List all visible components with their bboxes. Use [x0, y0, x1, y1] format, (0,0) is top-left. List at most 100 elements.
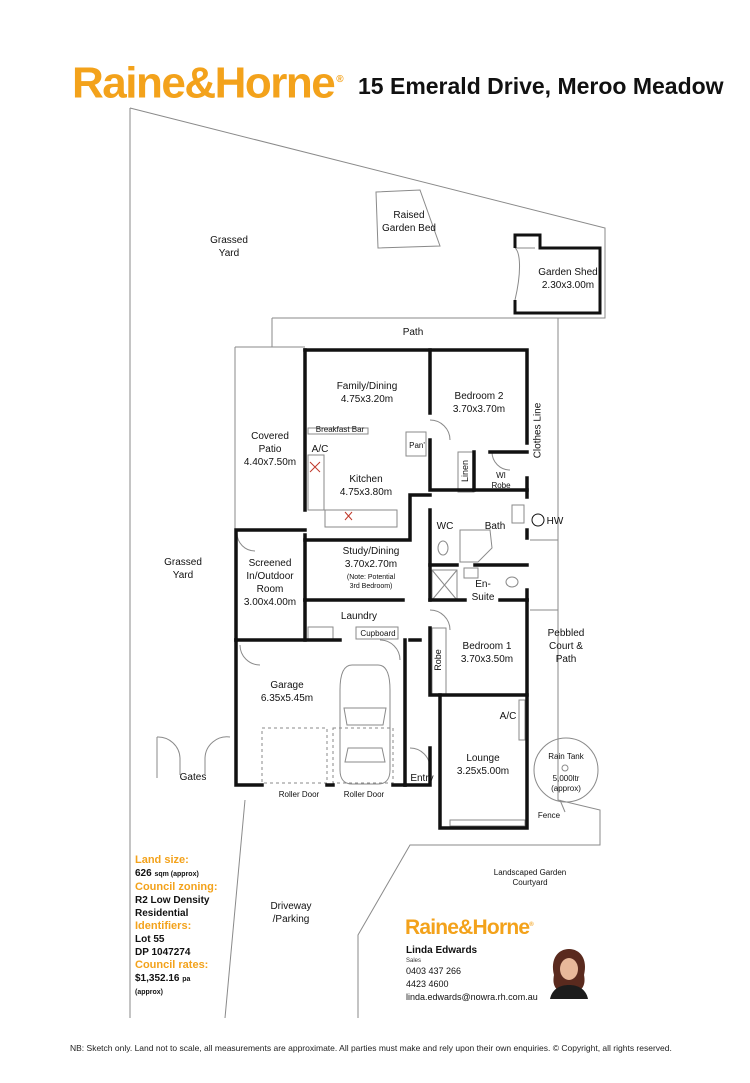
agent-email[interactable]: linda.edwards@nowra.rh.com.au [406, 992, 538, 1002]
agent-mobile[interactable]: 0403 437 266 [406, 966, 462, 976]
raised-garden-bed [375, 189, 441, 249]
lounge-window [449, 819, 526, 827]
cooktop-mark [344, 511, 353, 521]
agent-contact: Linda Edwards Sales 0403 437 266 4423 46… [406, 944, 538, 1004]
wall-entry [403, 746, 432, 787]
roller-door-left [261, 727, 328, 784]
identifiers-label: Identifiers: [135, 920, 192, 932]
label-hot-water: HW [546, 516, 564, 527]
ensuite-vanity [463, 567, 479, 579]
land-size-label: Land size: [135, 854, 189, 866]
wall-study-north [303, 493, 432, 542]
door-bedroom1 [429, 609, 451, 631]
agent-name: Linda Edwards [406, 945, 478, 956]
label-breakfast-bar: Breakfast Bar [315, 425, 365, 434]
label-roller-door-2: Roller Door [343, 790, 385, 799]
car-outline [339, 664, 391, 785]
rain-tank-outline [533, 737, 599, 803]
bathtub [459, 529, 493, 563]
side-walls [530, 539, 558, 611]
property-info: Land size: 626 sqm (approx) Council zoni… [135, 854, 217, 999]
gate-swing-left [156, 736, 181, 759]
door-screened [236, 532, 256, 552]
land-size-value: 626 sqm (approx) [135, 868, 199, 879]
lounge-ac-window [518, 699, 526, 741]
agent-photo [546, 945, 592, 999]
identifier-dp: DP 1047274 [135, 947, 191, 958]
car-windows [343, 707, 387, 763]
zoning-label: Council zoning: [135, 881, 218, 893]
label-robe: Robe [433, 649, 443, 671]
label-bath: Bath [484, 521, 506, 532]
kitchen-sink-mark [309, 461, 321, 473]
label-linen: Linen [460, 459, 470, 483]
door-wi-robe [491, 451, 511, 471]
label-entry: Entry [410, 773, 434, 784]
zoning-value: R2 Low Density [135, 895, 210, 906]
kitchen-bench-bottom [324, 509, 398, 528]
label-cupboard: Cupboard [360, 629, 396, 638]
vanity-bath [511, 504, 525, 524]
block-boundary [129, 107, 606, 1018]
gate-leaves [179, 758, 206, 775]
label-clothes-line: Clothes Line [532, 402, 544, 459]
cupboard-outline [355, 626, 399, 640]
shed-door-swing [514, 247, 520, 301]
agent-brand-logo: Raine&Horne® [405, 916, 534, 939]
door-garage [239, 644, 261, 666]
laundry-tub [307, 626, 334, 640]
door-laundry [379, 639, 401, 661]
breakfast-bar-outline [307, 427, 369, 435]
garden-shed-walls [513, 233, 602, 315]
label-roller-door-1: Roller Door [278, 790, 320, 799]
wall-garage-west [234, 638, 264, 787]
label-ensuite: En-Suite [471, 579, 495, 603]
wall-screened-room [234, 528, 307, 642]
agent-phone[interactable]: 4423 4600 [406, 979, 449, 989]
rates-approx: (approx) [135, 989, 163, 996]
wall-bedroom1 [428, 598, 529, 697]
toilet-ensuite [505, 576, 519, 588]
label-ac-kitchen: A/C [311, 444, 329, 455]
label-driveway: Driveway/Parking [270, 901, 312, 925]
kitchen-bench-left [307, 454, 325, 511]
label-fence: Fence [537, 811, 561, 820]
label-pantry: Pan' [409, 441, 425, 450]
label-laundry: Laundry [340, 611, 378, 622]
roller-door-right [332, 727, 394, 784]
label-gates: Gates [179, 772, 207, 783]
rates-value: $1,352.16 pa [135, 973, 191, 984]
hot-water-unit [531, 513, 545, 527]
wall-lounge [438, 693, 529, 830]
property-address: 15 Emerald Drive, Meroo Meadow [358, 73, 724, 99]
door-bedroom2 [429, 419, 451, 441]
entry-door-swing [409, 747, 431, 769]
label-wc: WC [436, 521, 454, 532]
pantry-outline [405, 431, 427, 457]
zoning-value-2: Residential [135, 908, 189, 919]
brand-logo: Raine&Horne® [72, 58, 344, 108]
path-outline [271, 317, 558, 347]
toilet-wc [437, 540, 449, 556]
wall-robe [472, 450, 529, 492]
label-ac-lounge: A/C [499, 711, 517, 722]
identifier-lot: Lot 55 [135, 934, 165, 945]
agent-role: Sales [406, 958, 422, 964]
